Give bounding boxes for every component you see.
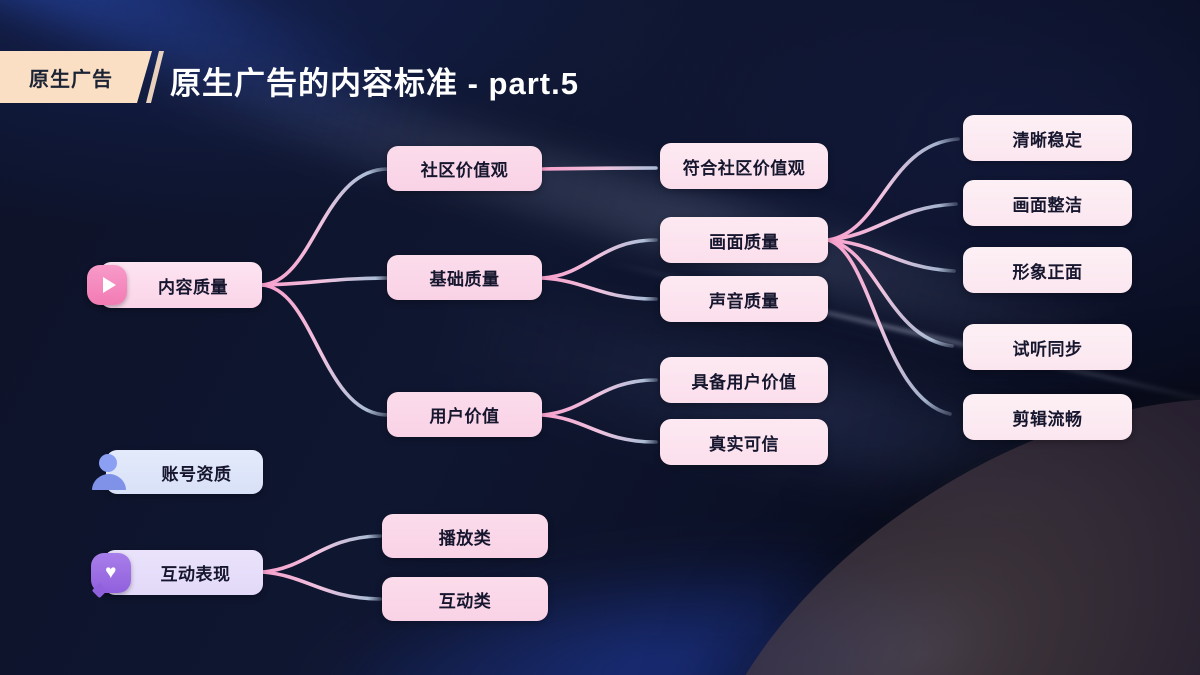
connector-basic-picture <box>541 238 658 280</box>
user-icon <box>89 450 133 494</box>
corner-badge: 原生广告 <box>0 51 152 103</box>
node-label: 清晰稳定 <box>1012 130 1083 150</box>
node-label: 画面质量 <box>709 232 779 252</box>
mindmap-node-account-qualification: 账号资质 <box>92 450 263 494</box>
connector-content-uservalue <box>260 283 390 417</box>
page-title: 原生广告的内容标准 - part.5 <box>170 66 579 101</box>
node-label: 剪辑流畅 <box>1012 409 1083 429</box>
node-label: 互动类 <box>438 591 492 611</box>
mindmap-node-interaction-type: 互动类 <box>382 577 548 621</box>
node-label: 形象正面 <box>1012 262 1083 282</box>
node-label: 基础质量 <box>429 270 500 289</box>
heart-icon: ♥ <box>91 552 131 593</box>
mindmap-node-authentic-credible: 真实可信 <box>660 419 828 465</box>
mindmap-node-av-sync: 试听同步 <box>963 324 1132 370</box>
node-label: 内容质量 <box>158 277 228 297</box>
mindmap-node-smooth-editing: 剪辑流畅 <box>963 394 1132 440</box>
mindmap-node-picture-quality: 画面质量 <box>660 217 828 263</box>
connector-picture-editing <box>826 238 952 416</box>
mindmap-node-clean-picture: 画面整洁 <box>963 180 1132 226</box>
node-label: 社区价值观 <box>420 161 509 180</box>
mindmap-node-positive-image: 形象正面 <box>963 247 1132 293</box>
connector-content-community <box>260 167 390 287</box>
play-icon <box>87 265 127 305</box>
connector-picture-clear <box>826 137 960 242</box>
node-label: 画面整洁 <box>1012 195 1083 215</box>
mindmap-node-match-community-values: 符合社区价值观 <box>660 143 828 189</box>
mindmap-node-content-quality: 内容质量 <box>87 262 262 308</box>
mindmap-node-community-values: 社区价值观 <box>387 146 542 191</box>
node-label: 符合社区价值观 <box>682 158 806 178</box>
connector-uservalue-has <box>541 378 658 417</box>
node-label: 用户价值 <box>429 407 500 426</box>
mindmap-node-interaction-performance: ♥ 互动表现 <box>91 550 263 595</box>
connector-uservalue-authentic <box>541 413 658 444</box>
node-label: 播放类 <box>438 528 492 548</box>
node-label: 真实可信 <box>709 434 779 454</box>
connector-picture-positive <box>826 238 956 273</box>
badge-label: 原生广告 <box>29 68 113 91</box>
mindmap-node-sound-quality: 声音质量 <box>660 276 828 322</box>
connector-content-basic <box>260 276 390 287</box>
mindmap-node-has-user-value: 具备用户价值 <box>660 357 828 403</box>
node-label: 具备用户价值 <box>691 372 797 392</box>
node-label: 账号资质 <box>161 464 232 484</box>
node-label: 声音质量 <box>709 291 779 311</box>
connector-basic-sound <box>541 276 658 301</box>
connector-interaction-itype <box>261 570 382 601</box>
connector-picture-clean <box>826 202 958 242</box>
mindmap-node-user-value: 用户价值 <box>387 392 542 437</box>
node-label: 试听同步 <box>1012 339 1083 359</box>
mindmap-node-basic-quality: 基础质量 <box>387 255 542 300</box>
mindmap-node-clear-stable: 清晰稳定 <box>963 115 1132 161</box>
connector-interaction-play <box>261 534 382 574</box>
mindmap-node-play-type: 播放类 <box>382 514 548 558</box>
connector-community-match <box>541 166 658 171</box>
node-label: 互动表现 <box>160 565 231 584</box>
